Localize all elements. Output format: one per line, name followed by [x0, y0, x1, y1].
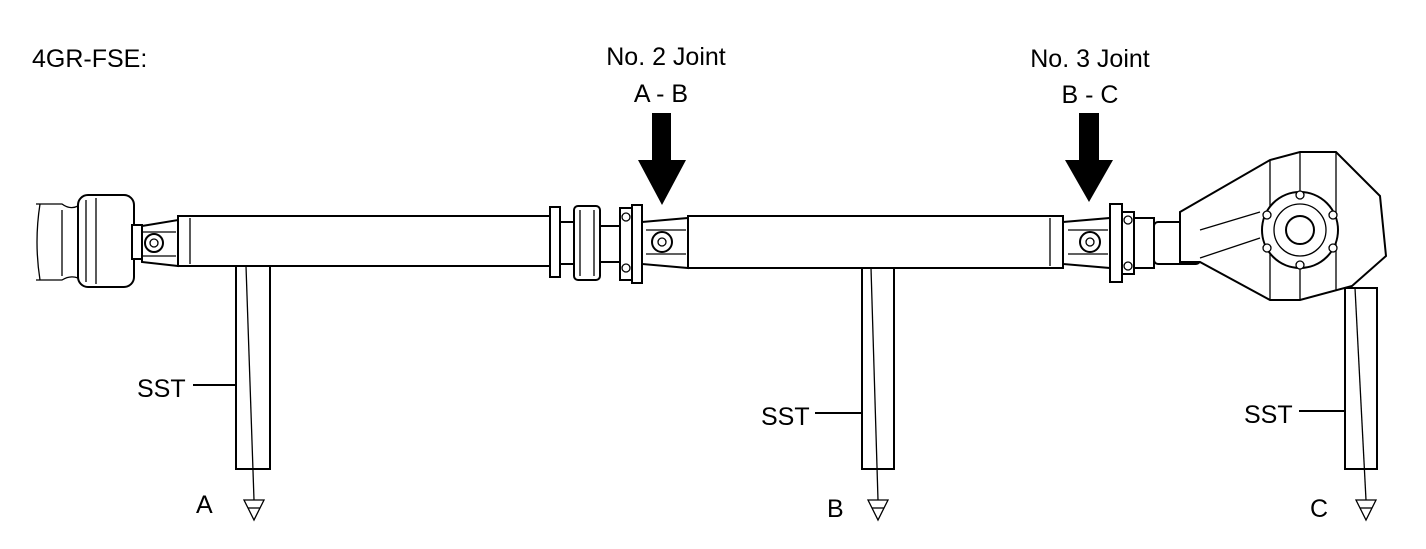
sst-gauge-b [815, 267, 895, 522]
joint3-pair: B - C [1062, 81, 1119, 109]
joint2-arrow-icon [638, 113, 686, 205]
joint3-title: No. 3 Joint [1030, 45, 1150, 73]
sst-gauge-c [1299, 287, 1378, 522]
joint3-universal-joint [1062, 203, 1135, 283]
joint2-title: No. 2 Joint [606, 43, 726, 71]
point-a-label: A [196, 491, 213, 519]
middle-shaft-tube [687, 215, 1064, 269]
point-c-label: C [1310, 495, 1328, 523]
joint2-universal-joint [641, 216, 689, 270]
front-shaft-tube [177, 215, 551, 267]
sst-label-c: SST [1244, 401, 1293, 429]
transmission-end [36, 194, 143, 288]
front-universal-joint [141, 218, 179, 268]
sst-label-a: SST [137, 375, 186, 403]
engine-label: 4GR-FSE: [32, 45, 147, 73]
center-bearing-assembly [549, 204, 643, 284]
sst-gauge-a [193, 265, 271, 522]
joint2-pair: A - B [634, 80, 688, 108]
joint3-arrow-icon [1065, 113, 1113, 202]
sst-label-b: SST [761, 403, 810, 431]
point-b-label: B [827, 495, 844, 523]
differential-carrier [1133, 151, 1388, 301]
